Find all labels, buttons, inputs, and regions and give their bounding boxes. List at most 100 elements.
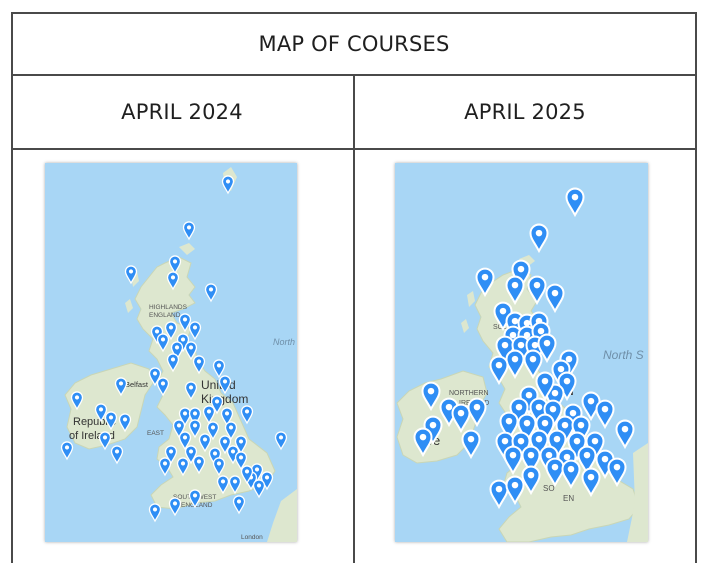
map-pin-icon[interactable] xyxy=(60,441,74,461)
map-pin-icon[interactable] xyxy=(252,479,266,499)
map-pin-icon[interactable] xyxy=(529,429,549,460)
land-continent xyxy=(627,443,648,542)
map-pin-icon[interactable] xyxy=(220,407,234,427)
map-pin-icon[interactable] xyxy=(178,431,192,451)
map-pin-icon[interactable] xyxy=(537,333,557,364)
map-pin-icon[interactable] xyxy=(517,413,537,444)
map-pin-icon[interactable] xyxy=(184,445,198,465)
map-pin-icon[interactable] xyxy=(124,265,138,285)
map-pin-icon[interactable] xyxy=(499,411,519,442)
map-pin-icon[interactable] xyxy=(521,445,541,476)
map-pin-icon[interactable] xyxy=(176,457,190,477)
map-pin-icon[interactable] xyxy=(240,405,254,425)
map-pin-icon[interactable] xyxy=(535,371,555,402)
map-pin-icon[interactable] xyxy=(547,429,567,460)
map-pin-icon[interactable] xyxy=(607,457,627,488)
map-pin-icon[interactable] xyxy=(212,457,226,477)
map-pin-icon[interactable] xyxy=(527,275,547,306)
map-pin-icon[interactable] xyxy=(505,275,525,306)
map-pin-icon[interactable] xyxy=(218,375,232,395)
map-pin-icon[interactable] xyxy=(148,503,162,523)
map-pin-icon[interactable] xyxy=(188,489,202,509)
map-pin-icon[interactable] xyxy=(565,187,585,218)
map-pin-icon[interactable] xyxy=(168,255,182,275)
map-pin-icon[interactable] xyxy=(178,313,192,333)
map-pin-icon[interactable] xyxy=(615,419,635,450)
map-pin-icon[interactable] xyxy=(204,283,218,303)
map-pin-icon[interactable] xyxy=(571,415,591,446)
map-pin-icon[interactable] xyxy=(168,497,182,517)
map-pin-icon[interactable] xyxy=(489,479,509,510)
map-pin-icon[interactable] xyxy=(529,223,549,254)
map-pin-icon[interactable] xyxy=(192,455,206,475)
map-pin-icon[interactable] xyxy=(188,407,202,427)
map-pin-icon[interactable] xyxy=(110,445,124,465)
map-pin-icon[interactable] xyxy=(184,341,198,361)
map-pin-icon[interactable] xyxy=(218,435,232,455)
map-pin-icon[interactable] xyxy=(489,355,509,386)
map-pin-icon[interactable] xyxy=(467,397,487,428)
map-pin-icon[interactable] xyxy=(221,175,235,195)
map-pin-icon[interactable] xyxy=(118,413,132,433)
map-pin-icon[interactable] xyxy=(148,367,162,387)
map-pin-icon[interactable] xyxy=(98,431,112,451)
map-pin-icon[interactable] xyxy=(228,475,242,495)
map-pin-icon[interactable] xyxy=(164,445,178,465)
map-pin-icon[interactable] xyxy=(94,403,108,423)
map-pin-icon[interactable] xyxy=(178,407,192,427)
map-pin-icon[interactable] xyxy=(581,467,601,498)
map-pin-icon[interactable] xyxy=(545,283,565,314)
map-pin-icon[interactable] xyxy=(206,421,220,441)
course-markers-2024 xyxy=(60,175,288,523)
map-label: NORTHERN xyxy=(449,390,489,397)
map-pin-icon[interactable] xyxy=(523,349,543,380)
map-pin-icon[interactable] xyxy=(577,445,597,476)
map-pin-icon[interactable] xyxy=(234,435,248,455)
map-pin-icon[interactable] xyxy=(166,353,180,373)
map-pin-icon[interactable] xyxy=(182,221,196,241)
map-pin-icon[interactable] xyxy=(216,475,230,495)
map-pin-icon[interactable] xyxy=(164,321,178,341)
map-pin-icon[interactable] xyxy=(234,451,248,471)
map-pin-icon[interactable] xyxy=(156,333,170,353)
map-pin-icon[interactable] xyxy=(451,403,471,434)
map-pin-icon[interactable] xyxy=(595,399,615,430)
map-2025[interactable]: SCOTLAND North S NORTHERN IRELAND land I… xyxy=(395,163,648,542)
map-pin-icon[interactable] xyxy=(188,321,202,341)
map-2024[interactable]: HIGHLANDS ENGLAND North Belfast United K… xyxy=(45,163,297,542)
map-pin-icon[interactable] xyxy=(198,433,212,453)
map-pin-icon[interactable] xyxy=(240,465,254,485)
map-pin-icon[interactable] xyxy=(166,271,180,291)
map-pin-icon[interactable] xyxy=(212,359,226,379)
map-pin-icon[interactable] xyxy=(475,267,495,298)
map-pin-icon[interactable] xyxy=(70,391,84,411)
map-pin-icon[interactable] xyxy=(274,431,288,451)
map-pin-icon[interactable] xyxy=(202,405,216,425)
map-pin-icon[interactable] xyxy=(114,377,128,397)
map-pin-icon[interactable] xyxy=(170,341,184,361)
map-pin-icon[interactable] xyxy=(505,475,525,506)
map-pin-icon[interactable] xyxy=(503,445,523,476)
map-pin-icon[interactable] xyxy=(545,457,565,488)
map-pin-icon[interactable] xyxy=(192,355,206,375)
map-pin-icon[interactable] xyxy=(104,411,118,431)
map-pin-icon[interactable] xyxy=(158,457,172,477)
map-pin-icon[interactable] xyxy=(224,421,238,441)
map-pin-icon[interactable] xyxy=(421,381,441,412)
map-pin-icon[interactable] xyxy=(545,383,565,414)
table-column-divider xyxy=(353,74,355,563)
map-pin-icon[interactable] xyxy=(172,419,186,439)
map-pin-icon[interactable] xyxy=(232,495,246,515)
map-pin-icon[interactable] xyxy=(188,419,202,439)
map-pin-icon[interactable] xyxy=(210,395,224,415)
map-pin-icon[interactable] xyxy=(156,377,170,397)
map-pin-icon[interactable] xyxy=(461,429,481,460)
map-pin-icon[interactable] xyxy=(511,259,531,290)
map-pin-icon[interactable] xyxy=(521,465,541,496)
map-pin-icon[interactable] xyxy=(184,381,198,401)
map-label-sea: North S xyxy=(603,348,644,362)
map-pin-icon[interactable] xyxy=(559,349,579,380)
map-pin-icon[interactable] xyxy=(535,413,555,444)
map-pin-icon[interactable] xyxy=(413,427,433,458)
map-pin-icon[interactable] xyxy=(561,459,581,490)
